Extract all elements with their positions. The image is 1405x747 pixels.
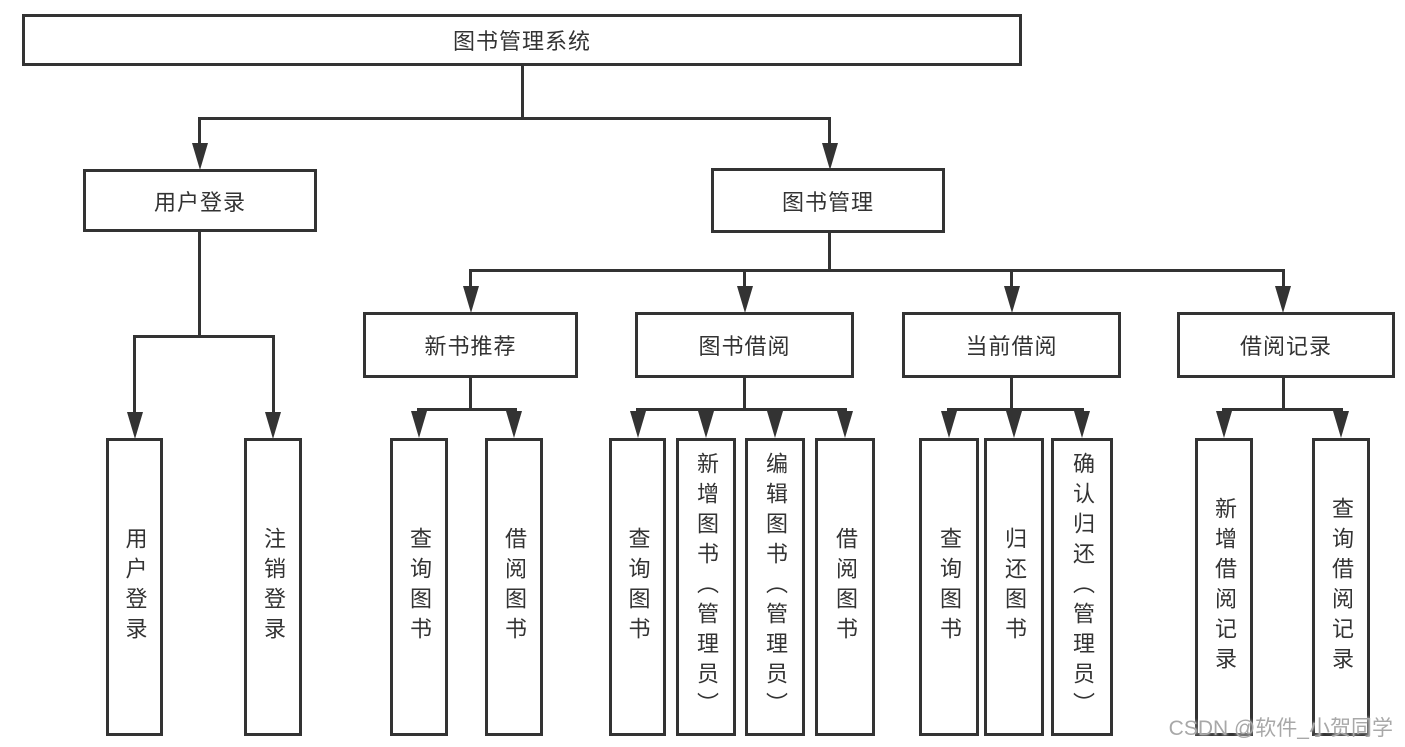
arrowhead-icon (1074, 411, 1090, 438)
node-label: 编辑图书（管理员） (763, 452, 788, 722)
arrowhead-icon (767, 411, 783, 438)
connector-line (469, 269, 472, 287)
connector-line (743, 269, 746, 287)
arrowhead-icon (462, 286, 479, 313)
node-label: 新书推荐 (424, 334, 517, 359)
leaf-query-books-borrow: 查询图书 (609, 438, 666, 736)
node-label: 当前借阅 (965, 334, 1058, 359)
node-label: 确认归还（管理员） (1070, 452, 1095, 722)
node-label: 借阅记录 (1239, 334, 1332, 359)
node-label: 查询图书 (937, 527, 962, 647)
connector-line (198, 117, 201, 145)
leaf-confirm-return-admin: 确认归还（管理员） (1051, 438, 1113, 736)
arrowhead-icon (1275, 286, 1291, 313)
arrowhead-icon (1333, 411, 1349, 438)
connector-line (743, 378, 746, 409)
arrowhead-icon (821, 143, 838, 170)
connector-line (133, 335, 136, 414)
arrowhead-icon (1216, 411, 1232, 438)
connector-line (417, 408, 517, 411)
node-book-borrow: 图书借阅 (635, 312, 854, 378)
connector-line (636, 408, 847, 411)
connector-line (271, 335, 275, 414)
watermark: CSDN @软件_小贺同学 (1168, 717, 1393, 740)
node-label: 图书借阅 (698, 334, 791, 359)
node-borrow-records: 借阅记录 (1177, 312, 1395, 378)
connector-line (947, 408, 1084, 411)
connector-line (1010, 378, 1013, 409)
arrowhead-icon (411, 411, 427, 438)
arrowhead-icon (1006, 411, 1022, 438)
arrowhead-icon (698, 411, 714, 438)
arrowhead-icon (1003, 286, 1020, 313)
node-label: 查询借阅记录 (1329, 497, 1354, 677)
node-label: 注销登录 (261, 527, 286, 647)
arrowhead-icon (506, 411, 522, 438)
connector-line (1222, 408, 1343, 411)
node-label: 新增图书（管理员） (694, 452, 719, 722)
arrowhead-icon (736, 286, 753, 313)
leaf-add-books-admin: 新增图书（管理员） (676, 438, 736, 736)
leaf-edit-books-admin: 编辑图书（管理员） (745, 438, 805, 736)
leaf-user-login: 用户登录 (106, 438, 163, 736)
leaf-borrow-books-recommend: 借阅图书 (485, 438, 543, 736)
connector-line (1281, 378, 1285, 409)
node-label: 图书管理系统 (452, 29, 591, 54)
node-library-system: 图书管理系统 (22, 14, 1022, 66)
node-book-management: 图书管理 (711, 168, 945, 233)
connector-line (520, 66, 524, 118)
arrowhead-icon (941, 411, 957, 438)
connector-line (133, 335, 275, 338)
node-label: 查询图书 (625, 527, 651, 647)
leaf-query-borrow-record: 查询借阅记录 (1312, 438, 1370, 736)
leaf-add-borrow-record: 新增借阅记录 (1195, 438, 1253, 736)
connector-line (469, 378, 472, 409)
leaf-query-books-current: 查询图书 (919, 438, 979, 736)
leaf-borrow-books: 借阅图书 (815, 438, 875, 736)
connector-line (198, 117, 831, 120)
connector-line (1281, 269, 1285, 287)
arrowhead-icon (629, 411, 646, 438)
connector-line (1010, 269, 1013, 287)
connector-line (198, 232, 201, 336)
connector-line (469, 269, 1285, 272)
leaf-return-books: 归还图书 (984, 438, 1044, 736)
arrowhead-icon (191, 143, 208, 170)
leaf-query-books-recommend: 查询图书 (390, 438, 448, 736)
connector-line (828, 117, 831, 145)
node-label: 用户登录 (153, 189, 246, 215)
node-label: 新增借阅记录 (1212, 497, 1237, 677)
node-user-login: 用户登录 (83, 169, 317, 232)
connector-line (828, 231, 831, 270)
leaf-logout-login: 注销登录 (244, 438, 302, 736)
node-label: 查询图书 (407, 527, 432, 647)
arrowhead-icon (126, 412, 143, 439)
arrowhead-icon (265, 412, 281, 439)
node-label: 用户登录 (122, 527, 148, 647)
node-label: 归还图书 (1002, 527, 1027, 647)
node-label: 借阅图书 (833, 527, 858, 647)
node-new-book-recommend: 新书推荐 (363, 312, 578, 378)
node-current-borrow: 当前借阅 (902, 312, 1121, 378)
node-label: 图书管理 (781, 189, 874, 215)
arrowhead-icon (837, 411, 853, 438)
node-label: 借阅图书 (502, 527, 527, 647)
